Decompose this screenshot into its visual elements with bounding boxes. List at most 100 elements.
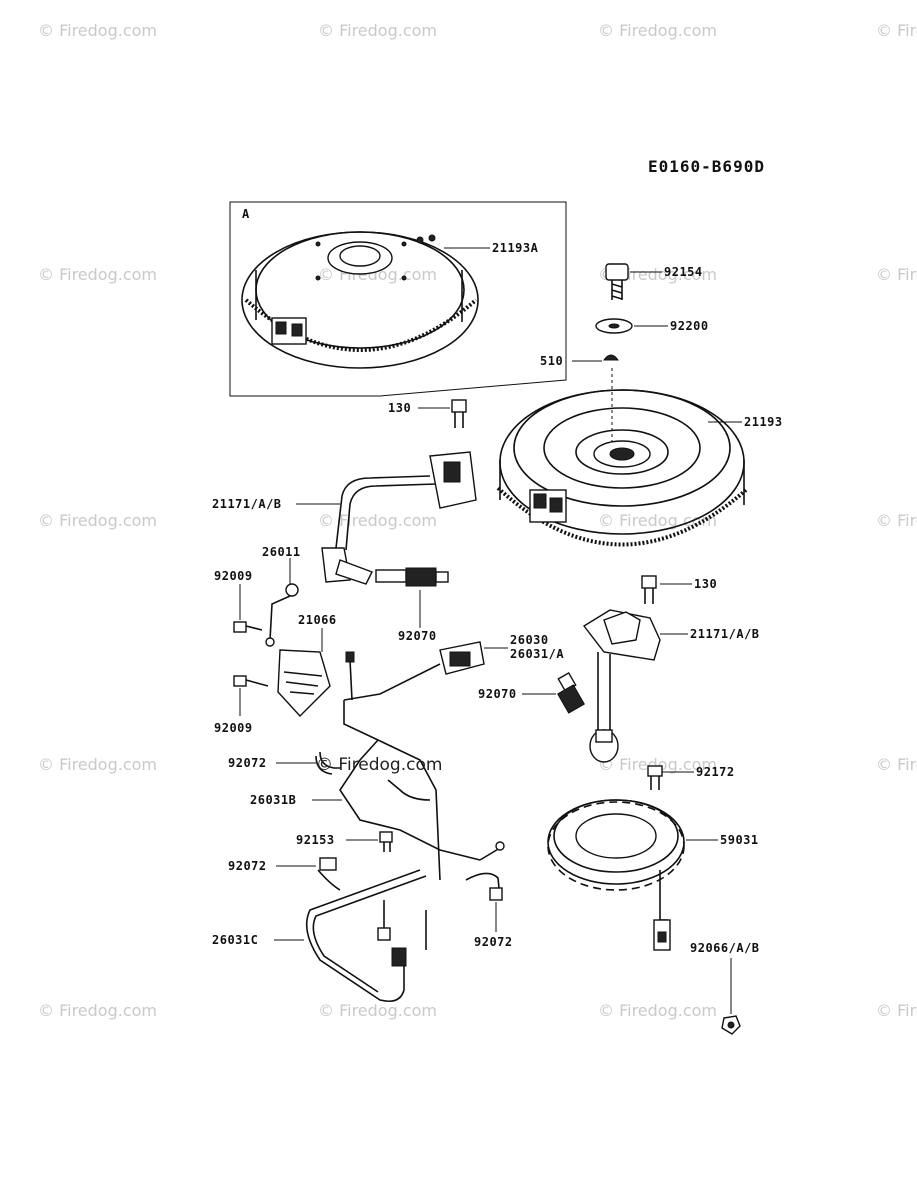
part-shape: [603, 611, 641, 645]
part-shape: [657, 931, 667, 943]
diagram-code: E0160-B690D: [648, 157, 765, 176]
part-label: 92153: [296, 833, 335, 847]
clamp-92072-mid: 92072: [228, 857, 341, 891]
part-label: 26030: [510, 633, 549, 647]
screw-92009-top: 92009: [214, 569, 263, 633]
part-shape: [401, 241, 407, 247]
ignition-coil-right: 21171/A/B: [582, 609, 759, 763]
part-label: 92072: [474, 935, 513, 949]
part-shape: [317, 869, 341, 891]
part-shape: [428, 234, 436, 242]
part-shape: [499, 460, 745, 505]
spark-plug-right: 92070: [478, 671, 585, 714]
part-label: 92009: [214, 721, 253, 735]
part-shape: [229, 201, 567, 397]
part-shape: [245, 679, 269, 687]
bolt-130-right: 130: [641, 575, 717, 604]
part-shape: [644, 588, 654, 604]
watermark: © Firedog.com: [598, 1001, 717, 1020]
part-shape: [489, 887, 503, 901]
part-label: 92070: [478, 687, 517, 701]
part-shape: [269, 595, 291, 641]
key-510: 510: [540, 354, 619, 450]
part-shape: [387, 779, 431, 801]
part-shape: [335, 475, 431, 549]
part-shape: [641, 575, 657, 589]
watermark: © Firedog.com: [38, 511, 157, 530]
part-shape: [647, 765, 663, 777]
part-label: 92009: [214, 569, 253, 583]
watermark: © Firedog.com: [598, 755, 717, 774]
part-shape: [315, 241, 321, 247]
part-label: 21171/A/B: [212, 497, 282, 511]
part-shape: [608, 323, 620, 329]
part-shape: [343, 700, 441, 881]
part-label: 130: [694, 577, 717, 591]
inset-label: A: [242, 207, 250, 221]
part-label: 59031: [720, 833, 759, 847]
watermark: © Firedog.com: [318, 511, 437, 530]
part-shape: [416, 236, 424, 244]
part-shape: [233, 675, 247, 687]
part-label: 92070: [398, 629, 437, 643]
part-shape: [277, 649, 331, 718]
watermark: © Firedog.com: [876, 1001, 917, 1020]
part-shape: [312, 875, 427, 993]
bolt-92172: 92172: [647, 765, 735, 790]
part-shape: [659, 870, 668, 921]
part-label: 21193: [744, 415, 783, 429]
part-shape: [543, 407, 701, 489]
part-shape: [375, 569, 407, 583]
part-shape: [283, 671, 323, 695]
part-shape: [315, 275, 321, 281]
watermark: © Firedog.com: [318, 21, 437, 40]
part-shape: [479, 847, 501, 861]
stator-59031: 59031: [547, 799, 759, 951]
part-shape: [605, 263, 629, 281]
part-label: 510: [540, 354, 563, 368]
part-shape: [343, 663, 441, 701]
part-label: 92066/A/B: [690, 941, 760, 955]
part-shape: [495, 841, 505, 851]
watermark: © Firedog.com: [38, 755, 157, 774]
bolt-130-top: 130: [388, 399, 467, 428]
part-shape: [443, 461, 461, 483]
part-shape: [513, 389, 731, 507]
part-shape: [449, 651, 471, 667]
part-shape: [575, 813, 657, 859]
part-shape: [305, 869, 421, 1003]
part-shape: [401, 275, 407, 281]
clamp-92072-top: 92072: [228, 751, 340, 775]
part-shape: [435, 571, 449, 583]
part-shape: [319, 857, 337, 871]
part-label: 92200: [670, 319, 709, 333]
part-shape: [349, 659, 353, 701]
watermark: © Firedog.com: [876, 265, 917, 284]
washer-92200: 92200: [595, 318, 709, 334]
spark-plug-left: 92070: [375, 567, 449, 643]
wiring-harness-26031: 26030 26031/A: [339, 633, 564, 881]
part-shape: [291, 323, 303, 337]
part-label: 92072: [228, 756, 267, 770]
watermark: © Firedog.com: [598, 21, 717, 40]
part-label: 26031B: [250, 793, 296, 807]
part-label: 92072: [228, 859, 267, 873]
watermark: © Firedog.com: [38, 1001, 157, 1020]
part-shape: [553, 799, 679, 873]
part-shape: [275, 321, 287, 335]
part-shape: [319, 751, 340, 769]
regulator-21066: 21066: [277, 613, 336, 718]
part-shape: [339, 245, 381, 267]
part-shape: [345, 483, 437, 551]
part-label: 92172: [696, 765, 735, 779]
part-shape: [315, 755, 333, 775]
part-label: 21193A: [492, 241, 539, 255]
part-shape: [557, 684, 585, 714]
part-label: 130: [388, 401, 411, 415]
watermark: © Firedog.com: [598, 511, 717, 530]
part-shape: [383, 842, 391, 852]
part-shape: [595, 729, 613, 743]
part-shape: [233, 621, 247, 633]
part-shape: [727, 1021, 735, 1029]
